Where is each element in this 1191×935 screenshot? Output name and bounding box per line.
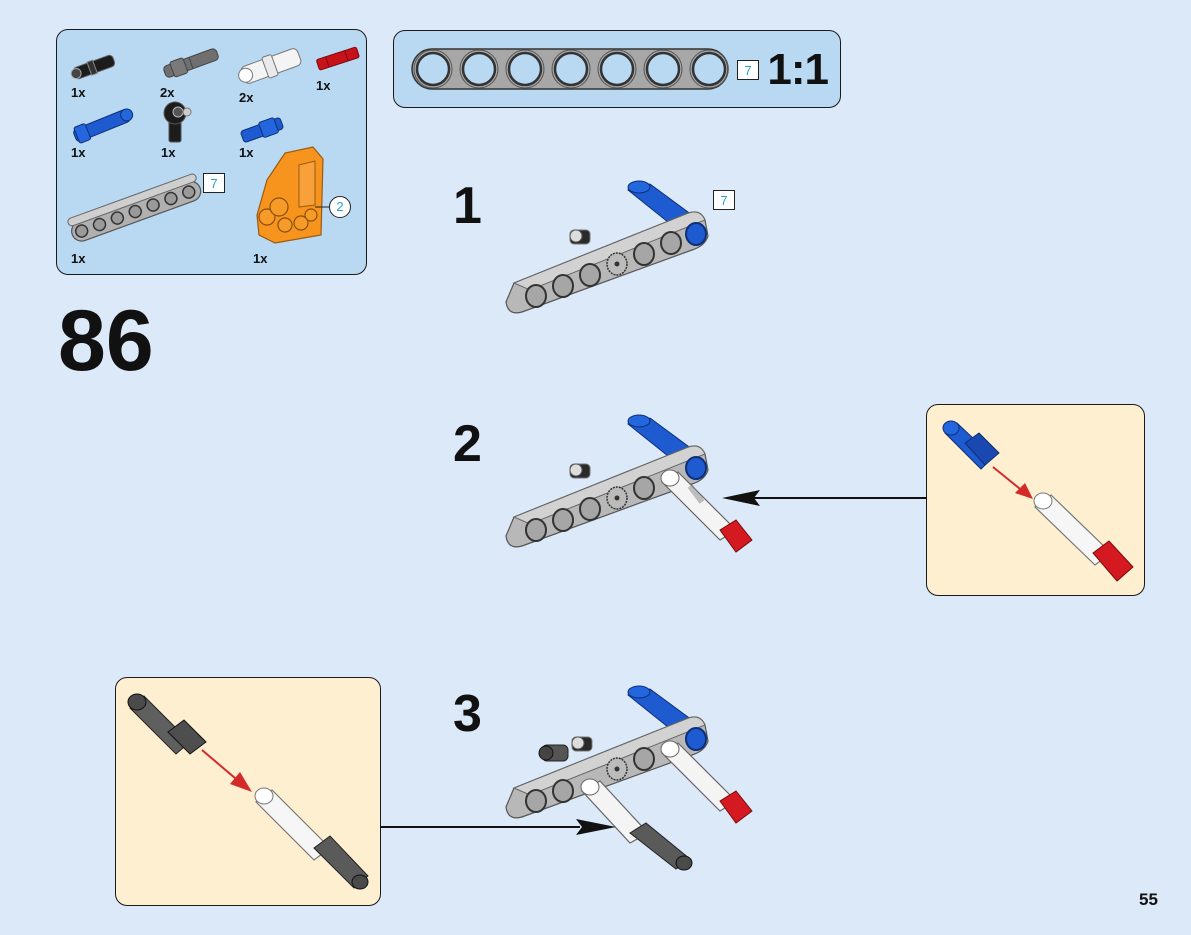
blue-axle-pin-icon	[240, 117, 284, 143]
orange-panel-icon	[256, 146, 329, 244]
sub-step-number: 1	[453, 177, 482, 235]
blue-long-pin-icon	[73, 108, 134, 144]
part-qty: 1x	[71, 145, 86, 160]
scale-label: 1:1	[767, 45, 829, 94]
beam-scale-icon	[411, 48, 729, 90]
part-qty: 2x	[239, 90, 254, 105]
white-connector-red-axle-icon	[1033, 492, 1134, 582]
red-axle-icon	[316, 46, 360, 71]
part-qty: 1x	[253, 251, 268, 266]
assembly-step-3-illustration	[505, 685, 753, 871]
black-angle-connector-icon	[163, 101, 192, 143]
scale-guide-panel: 7 1:1	[393, 30, 841, 108]
white-connector-gray-axle-icon	[580, 778, 693, 871]
gray-beam-7-icon	[67, 173, 202, 242]
assembly-step-2-illustration	[505, 414, 753, 553]
callout-3-illustration	[127, 693, 369, 890]
blue-axle-pin-icon	[942, 420, 1000, 470]
part-qty: 1x	[71, 251, 86, 266]
callout-3-pointer-arrow	[381, 819, 616, 835]
variant-indicator: 2	[329, 196, 351, 218]
part-qty: 1x	[71, 85, 86, 100]
white-connector-gray-axle-icon	[254, 787, 369, 890]
parts-list-panel: 1x 2x 2x 1x 1x	[56, 29, 367, 275]
red-arrow-icon	[992, 466, 1033, 499]
dark-gray-axle-pin-icon	[127, 693, 207, 755]
callout-step-3	[115, 677, 381, 906]
page-number: 55	[1139, 890, 1158, 909]
part-qty: 1x	[239, 145, 254, 160]
white-pin-connector-icon	[238, 48, 302, 84]
part-qty: 2x	[160, 85, 175, 100]
white-connector-red-axle-icon	[660, 469, 753, 553]
sub-step-number: 3	[453, 685, 482, 743]
beam-length-indicator: 7	[737, 60, 759, 80]
red-arrow-icon	[201, 749, 252, 792]
assembly-step-1-illustration	[505, 180, 709, 314]
length-indicator: 7	[713, 190, 735, 210]
dark-gray-axle-pin-icon	[163, 48, 219, 78]
step-number: 86	[58, 293, 154, 389]
black-pin-icon	[569, 229, 591, 245]
black-friction-pin-icon	[70, 54, 116, 80]
callout-2-pointer-arrow	[722, 490, 927, 506]
length-indicator: 7	[203, 173, 225, 193]
part-qty: 1x	[316, 78, 331, 93]
part-qty: 1x	[161, 145, 176, 160]
gray-beam-icon	[505, 211, 709, 314]
sub-step-number: 2	[453, 415, 482, 473]
callout-step-2	[926, 404, 1145, 596]
callout-2-illustration	[942, 420, 1134, 582]
